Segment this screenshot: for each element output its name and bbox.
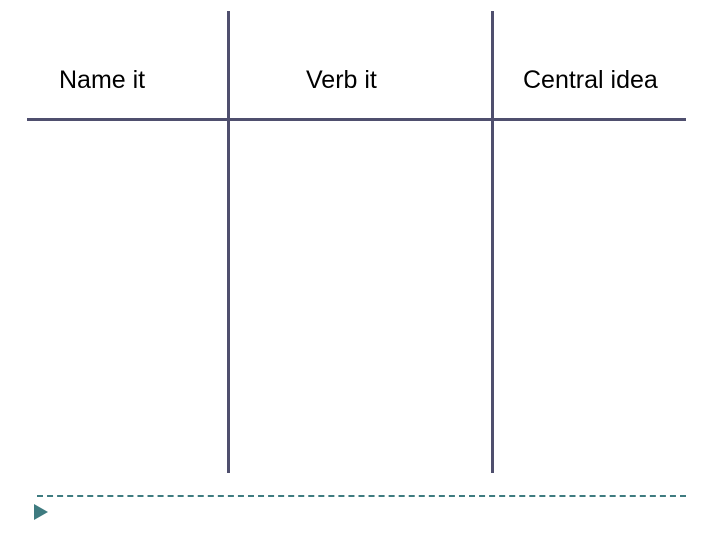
triangle-right-icon[interactable]	[34, 504, 48, 520]
column-body-name-it[interactable]	[30, 124, 225, 470]
column-divider-2	[491, 11, 494, 473]
header-underline-rule	[27, 118, 686, 121]
column-body-central-idea[interactable]	[496, 124, 686, 470]
column-body-verb-it[interactable]	[232, 124, 489, 470]
column-header-verb-it: Verb it	[306, 66, 377, 94]
column-header-central-idea: Central idea	[523, 66, 658, 94]
footer-divider	[37, 495, 686, 497]
column-header-name-it: Name it	[59, 66, 146, 94]
column-divider-1	[227, 11, 230, 473]
